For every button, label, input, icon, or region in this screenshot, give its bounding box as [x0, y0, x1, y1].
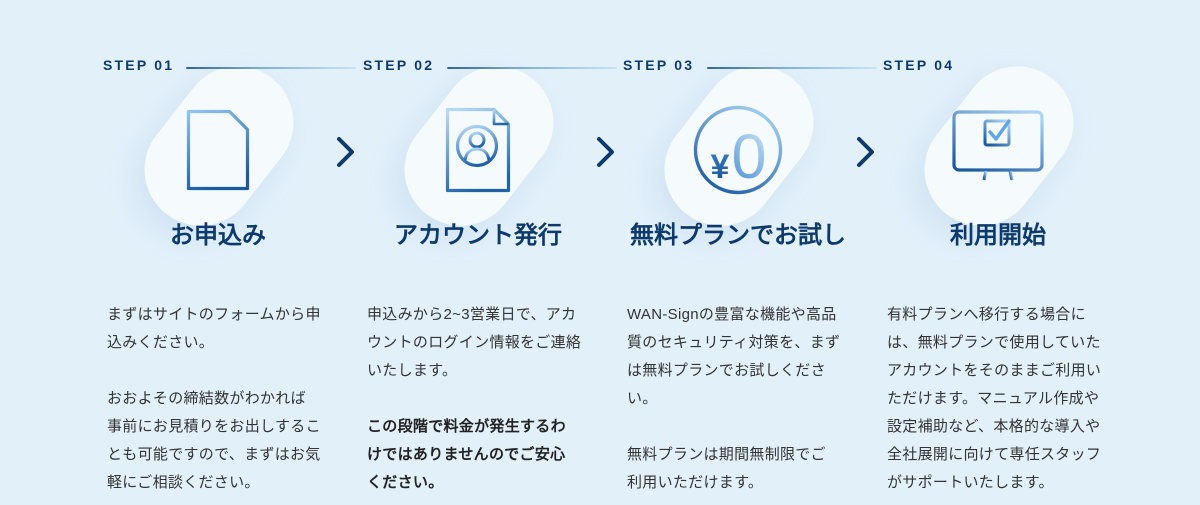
step-description: WAN-Signの豊富な機能や高品 質のセキュリティ対策を、まず は無料プランで… [627, 273, 849, 505]
description-paragraph: おおよその締結数がわかれば 事前にお見積りをお出しするこ とも可能ですので、まず… [107, 390, 321, 491]
step-column-3: STEP 03 ¥ 0 無料プランでお試し [623, 0, 849, 505]
step-connector-line [186, 67, 356, 69]
next-step-chevron-icon [855, 136, 877, 173]
next-step-chevron-icon [595, 136, 617, 173]
step-connector-line [707, 67, 877, 69]
step-column-4: STEP 04 利用開始 有料プランへ移行する場合に は、無料プランで使 [883, 0, 1109, 505]
step-title: 無料プランでお試し [630, 222, 846, 249]
description-paragraph: 有料プランへ移行する場合に は、無料プランで使用していた アカウントをそのままご… [887, 306, 1102, 491]
step-column-1: STEP 01 お申込み まずはサイトのフォームから申 込みください。 おおよそ… [103, 0, 329, 505]
zero-digit: 0 [731, 122, 766, 192]
step-column-2: STEP 02 アカウント発行 申込みから2~3営業日で、アカ ウントのログイン… [363, 0, 589, 505]
description-paragraph: 無料プランは期間無制限でご 利用いただけます。 [627, 446, 826, 491]
step-title: アカウント発行 [394, 222, 562, 249]
yen-zero-icon: ¥ 0 [627, 102, 849, 198]
step-label: STEP 01 [103, 57, 175, 73]
description-paragraph: まずはサイトのフォームから申 込みください。 [107, 306, 321, 351]
next-step-chevron-icon [335, 136, 357, 173]
monitor-check-icon [887, 102, 1109, 198]
step-connector-line [447, 67, 617, 69]
description-paragraph: WAN-Signの豊富な機能や高品 質のセキュリティ対策を、まず は無料プランで… [627, 306, 841, 407]
step-title: お申込み [170, 222, 266, 249]
document-icon [107, 102, 329, 198]
step-label: STEP 03 [623, 57, 695, 73]
step-title: 利用開始 [950, 222, 1046, 249]
step-description: 申込みから2~3営業日で、アカ ウントのログイン情報をご連絡 いたします。 この… [367, 273, 589, 505]
step-label: STEP 04 [883, 57, 955, 73]
description-paragraph-bold: この段階で料金が発生するわ けではありませんのでご安心 ください。 [367, 418, 566, 491]
step-description: まずはサイトのフォームから申 込みください。 おおよその締結数がわかれば 事前に… [107, 273, 329, 505]
step-description: 有料プランへ移行する場合に は、無料プランで使用していた アカウントをそのままご… [887, 273, 1109, 505]
step-label: STEP 02 [363, 57, 435, 73]
account-document-icon [367, 102, 589, 198]
yen-symbol: ¥ [711, 148, 730, 186]
description-paragraph: 申込みから2~3営業日で、アカ ウントのログイン情報をご連絡 いたします。 [367, 306, 582, 379]
